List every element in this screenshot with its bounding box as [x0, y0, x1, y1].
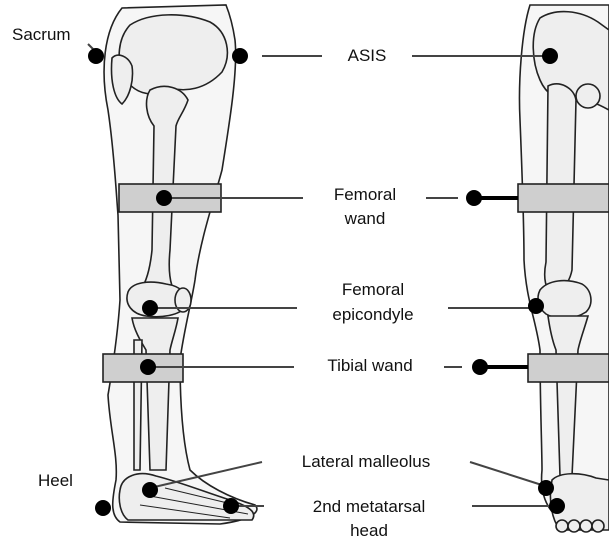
marker-lateral-malleolus-right — [538, 480, 554, 496]
label-heel: Heel — [38, 470, 73, 491]
marker-heel — [95, 500, 111, 516]
front-view-knee — [538, 281, 591, 319]
label-metatarsal-line1: 2nd metatarsal — [266, 496, 472, 517]
marker-sacrum — [88, 48, 104, 64]
marker-femoral-wand-right — [466, 190, 482, 206]
marker-asis-left — [232, 48, 248, 64]
marker-femoral-epicondyle-right — [528, 298, 544, 314]
label-asis: ASIS — [322, 45, 412, 66]
leader-lateral-malleolus-right — [470, 462, 545, 486]
marker-tibial-wand-left — [140, 359, 156, 375]
label-femoral-epicondyle-line2: epicondyle — [298, 304, 448, 325]
front-view-tibial-wand — [528, 354, 609, 382]
front-view-leg — [519, 5, 609, 532]
label-metatarsal-line2: head — [266, 520, 472, 541]
marker-metatarsal-left — [223, 498, 239, 514]
label-femoral-epicondyle-line1: Femoral — [298, 279, 448, 300]
marker-metatarsal-right — [549, 498, 565, 514]
marker-femoral-epicondyle-left — [142, 300, 158, 316]
marker-lateral-malleolus-left — [142, 482, 158, 498]
front-view-femoral-wand — [518, 184, 609, 212]
marker-tibial-wand-right — [472, 359, 488, 375]
side-view-leg — [104, 5, 257, 524]
front-view-femoral-head — [576, 84, 600, 108]
label-femoral-wand-line1: Femoral — [305, 184, 425, 205]
label-lateral-malleolus: Lateral malleolus — [262, 451, 470, 472]
marker-asis-right — [542, 48, 558, 64]
side-view-pelvis — [119, 15, 227, 94]
label-femoral-wand-line2: wand — [305, 208, 425, 229]
label-sacrum: Sacrum — [12, 24, 71, 45]
marker-femoral-wand-left — [156, 190, 172, 206]
label-tibial-wand: Tibial wand — [296, 355, 444, 376]
